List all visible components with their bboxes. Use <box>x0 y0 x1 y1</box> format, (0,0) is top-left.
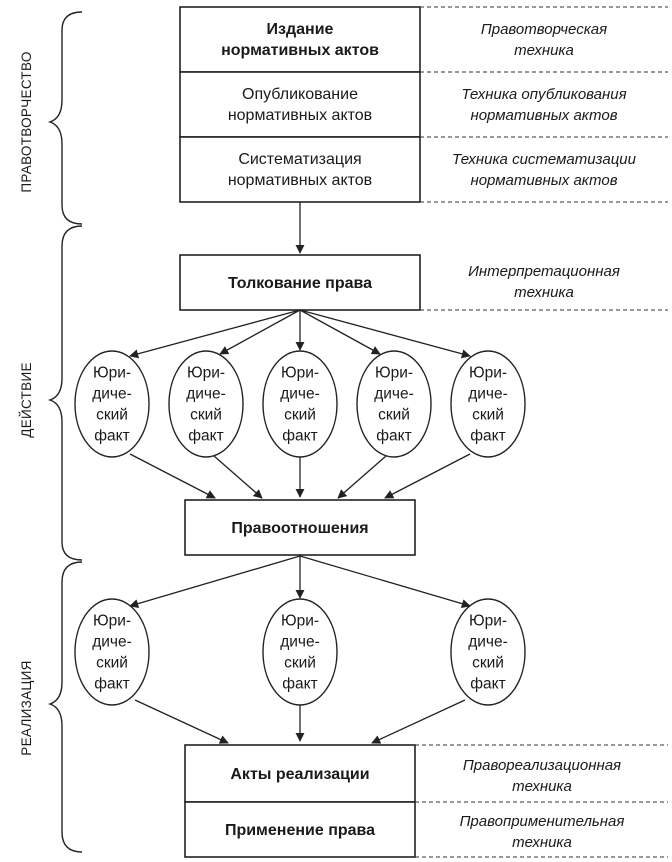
technique-interpretatsionnaya-line1: Интерпретационная <box>468 263 620 280</box>
fact-label-line: Юри- <box>93 613 131 630</box>
side-label-realizatsiya: РЕАЛИЗАЦИЯ <box>19 660 34 755</box>
fact-ellipse <box>450 598 526 706</box>
fact-label-line: ский <box>284 407 316 424</box>
fact-label-line: диче- <box>186 386 226 403</box>
fact-label-line: факт <box>94 676 129 693</box>
technique-sistematizatsii-line1: Техника систематизации <box>452 151 637 168</box>
side-label-deystvie: ДЕЙСТВИЕ <box>19 362 34 438</box>
box-tolkovanie-label: Толкование права <box>228 275 372 292</box>
box-izdanie <box>179 6 421 73</box>
fact-label-line: диче- <box>280 634 320 651</box>
fact-label-line: ский <box>96 407 128 424</box>
fact-label-line: Юри- <box>375 365 413 382</box>
box-primenenie <box>184 801 416 858</box>
box-sistematizatsiya-line2: нормативных актов <box>228 172 372 189</box>
fact-label-line: диче- <box>468 386 508 403</box>
technique-opublikovaniya-line2: нормативных актов <box>470 107 617 124</box>
fact-label-line: диче- <box>374 386 414 403</box>
technique-interpretatsionnaya-line2: техника <box>514 284 574 301</box>
fact-label-line: ский <box>472 407 504 424</box>
fact-label-line: факт <box>470 428 505 445</box>
fact-label-line: Юри- <box>281 613 319 630</box>
box-akty-realizatsii-label: Акты реализации <box>230 766 369 783</box>
fact-label-line: ский <box>284 655 316 672</box>
box-izdanie-line2: нормативных актов <box>221 42 379 59</box>
fact-label-line: Юри- <box>187 365 225 382</box>
fact-label-line: ский <box>378 407 410 424</box>
fact-label-line: диче- <box>92 386 132 403</box>
box-opublikovanie-line2: нормативных актов <box>228 107 372 124</box>
fact-ellipse <box>74 598 150 706</box>
fact-label-line: факт <box>188 428 223 445</box>
fact-label-line: факт <box>282 428 317 445</box>
fact-label-line: Юри- <box>469 613 507 630</box>
fact-label-line: ский <box>96 655 128 672</box>
technique-sistematizatsii-line2: нормативных актов <box>470 172 617 189</box>
fact-label-line: диче- <box>280 386 320 403</box>
fact-label-line: ский <box>472 655 504 672</box>
fact-label-line: факт <box>94 428 129 445</box>
box-akty-realizatsii <box>184 744 416 803</box>
fact-label-line: Юри- <box>469 365 507 382</box>
fact-label-line: Юри- <box>93 365 131 382</box>
box-pravootnosheniya <box>184 499 416 556</box>
fact-label-line: диче- <box>468 634 508 651</box>
fact-label-line: факт <box>470 676 505 693</box>
fact-ellipse <box>168 350 244 458</box>
brace-realizatsiya <box>47 561 83 853</box>
box-opublikovanie-line1: Опубликование <box>242 86 358 103</box>
fact-label-line: факт <box>282 676 317 693</box>
technique-pravorealizatsionnaya-line1: Правореализационная <box>463 757 621 774</box>
fact-label-line: Юри- <box>281 365 319 382</box>
fact-row-2 <box>74 598 526 706</box>
fact-ellipse <box>74 350 150 458</box>
box-opublikovanie <box>179 71 421 138</box>
box-primenenie-label: Применение права <box>225 822 375 839</box>
fact-label-line: факт <box>376 428 411 445</box>
technique-pravoprimenitelnaya-line2: техника <box>512 834 572 851</box>
side-label-pravotvorchestvo: ПРАВОТВОРЧЕСТВО <box>19 51 34 192</box>
technique-pravotvorcheskaya-line2: техника <box>514 42 574 59</box>
box-sistematizatsiya-line1: Систематизация <box>238 151 361 168</box>
brace-pravotvorchestvo <box>47 11 83 225</box>
technique-opublikovaniya-line1: Техника опубликования <box>461 86 626 103</box>
technique-pravoprimenitelnaya-line1: Правоприменительная <box>460 813 625 830</box>
fact-label-line: ский <box>190 407 222 424</box>
box-pravootnosheniya-label: Правоотношения <box>231 520 368 537</box>
technique-pravotvorcheskaya-line1: Правотворческая <box>481 21 607 38</box>
fact-row-1 <box>74 350 526 458</box>
fact-ellipse <box>450 350 526 458</box>
fact-ellipse <box>356 350 432 458</box>
box-sistematizatsiya <box>179 136 421 203</box>
technique-pravorealizatsionnaya-line2: техника <box>512 778 572 795</box>
box-tolkovanie <box>179 254 421 311</box>
fact-label-line: диче- <box>92 634 132 651</box>
brace-deystvie <box>47 225 83 561</box>
box-izdanie-line1: Издание <box>267 21 334 38</box>
